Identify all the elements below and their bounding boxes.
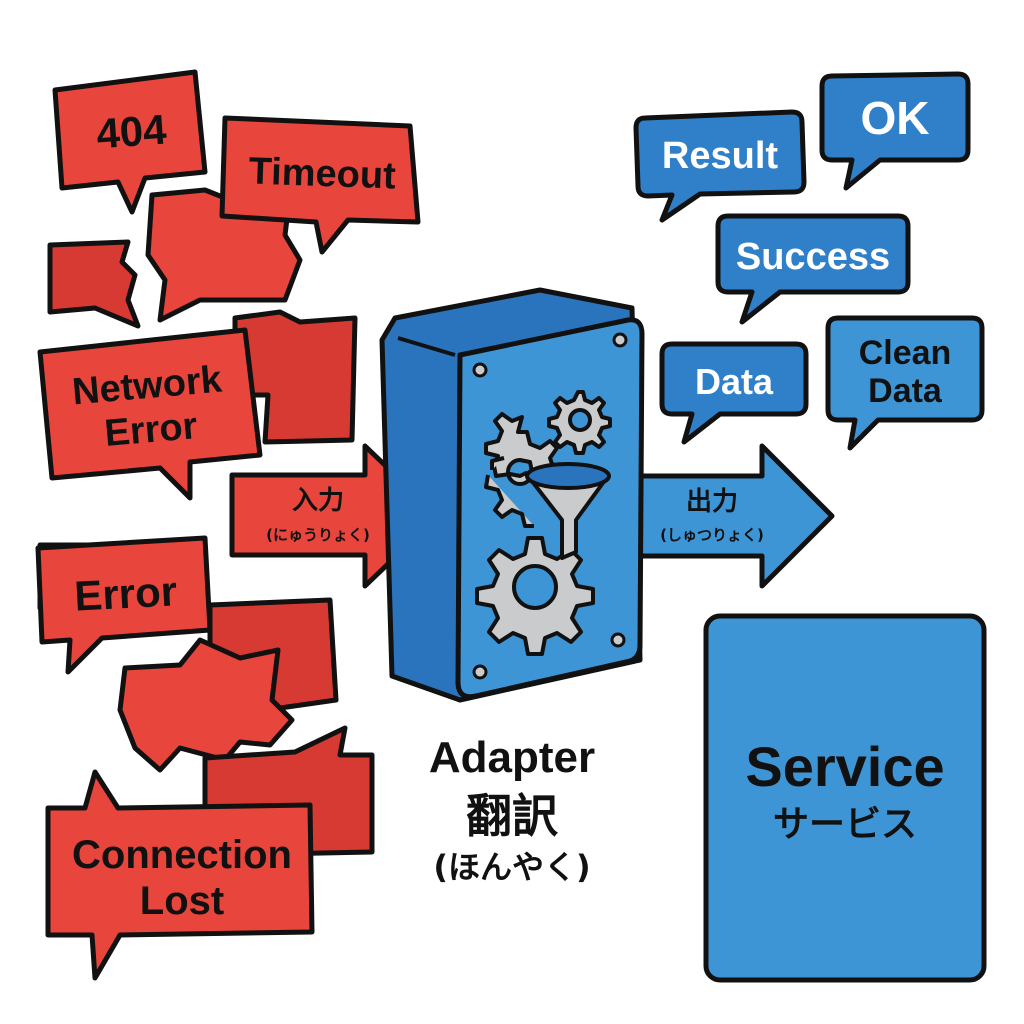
screws xyxy=(472,332,628,680)
funnel-icon xyxy=(525,462,611,560)
service-box: Service サービス xyxy=(703,613,987,983)
error-bubble-404: 404 xyxy=(52,69,208,215)
bubble-label-line1: Clean xyxy=(859,334,952,372)
gear-icon xyxy=(475,536,595,656)
output-arrow-reading: (しゅつりょく) xyxy=(660,526,764,544)
error-bubble-network-error: Network Error xyxy=(37,327,263,501)
success-bubble-ok: OK xyxy=(819,71,971,191)
bubble-label: Error xyxy=(73,567,178,619)
success-bubble-success: Success xyxy=(715,213,911,325)
success-bubbles: Result OK Success Data Clean Data xyxy=(633,71,985,451)
adapter-title: Adapter xyxy=(429,733,595,782)
output-arrow: 出力 (しゅつりょく) xyxy=(629,443,835,589)
input-arrow-label: 入力 xyxy=(292,486,344,516)
service-jp: サービス xyxy=(773,804,917,845)
bubble-label: 404 xyxy=(95,106,169,158)
success-bubble-result: Result xyxy=(633,109,807,223)
gear-icon xyxy=(547,390,612,455)
adapter-caption: Adapter 翻訳 (ほんやく) xyxy=(429,733,595,886)
error-bubble-connection-lost: Connection Lost xyxy=(45,769,315,981)
error-bubble-error: Error xyxy=(35,535,213,675)
adapter-box xyxy=(379,287,645,703)
success-bubble-clean-data: Clean Data xyxy=(825,315,985,451)
bubble-label: Success xyxy=(736,236,890,278)
bubble-label: Data xyxy=(695,361,774,402)
bubble-label: Result xyxy=(662,135,778,177)
bubble-label: Timeout xyxy=(248,150,397,197)
adapter-reading: (ほんやく) xyxy=(433,848,590,886)
bubble-label-line2: Error xyxy=(103,405,199,455)
error-clutter: 404 Timeout Network Error Error Connecti… xyxy=(35,69,421,981)
bubble-label-line2: Data xyxy=(868,372,943,410)
adapter-jp: 翻訳 xyxy=(466,789,559,843)
input-arrow-reading: (にゅうりょく) xyxy=(266,526,370,544)
jagged-shape xyxy=(117,637,295,773)
bubble-label-line1: Connection xyxy=(72,833,292,877)
bubble-label-line2: Lost xyxy=(140,879,224,923)
success-bubble-data: Data xyxy=(659,341,809,445)
service-title: Service xyxy=(745,735,944,798)
error-bubble-timeout: Timeout xyxy=(219,115,421,255)
bubble-label: OK xyxy=(861,92,930,144)
jagged-shape xyxy=(47,239,141,329)
output-arrow-label: 出力 xyxy=(686,487,738,517)
